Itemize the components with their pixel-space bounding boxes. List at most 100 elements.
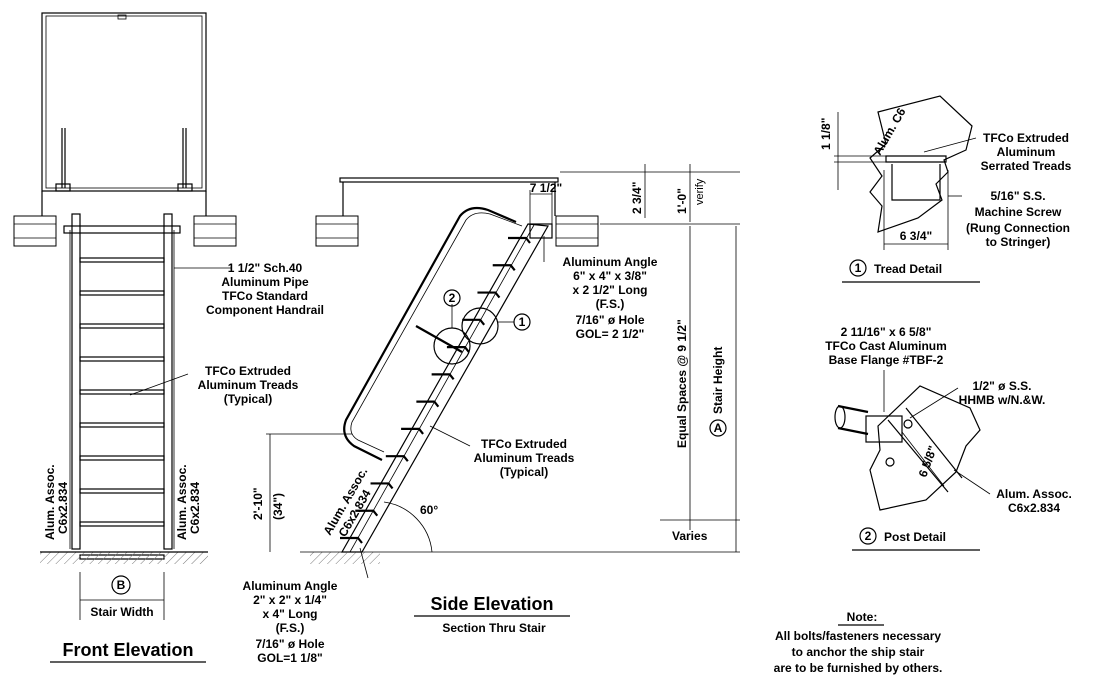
svg-text:Stair Height: Stair Height [711, 347, 725, 414]
post-detail-channel-leader [953, 469, 991, 495]
side-tread [416, 400, 440, 408]
side-tread [492, 264, 516, 271]
side-tread [340, 536, 363, 544]
front-deck-right [193, 215, 237, 247]
svg-text:x 4" Long: x 4" Long [262, 607, 317, 621]
front-handrail-label: 1 1/2" Sch.40 Aluminum Pipe TFCo Standar… [206, 261, 324, 317]
side-marker-a [709, 419, 727, 437]
front-tread [79, 389, 165, 395]
post-detail-flange [865, 415, 903, 443]
side-tread [477, 291, 501, 299]
tread-detail: 1 1/8" Alum. C6 TFCo Extruded Aluminum S… [819, 95, 1072, 283]
post-detail-channel-web-b [905, 407, 963, 479]
svg-text:2 3/4": 2 3/4" [630, 182, 644, 214]
post-detail-marker [859, 527, 877, 545]
side-top-angle-label: Aluminum Angle 6" x 4" x 3/8" x 2 1/2" L… [563, 255, 658, 341]
svg-text:Aluminum Angle: Aluminum Angle [243, 579, 338, 593]
post-detail-dim-line [901, 431, 945, 487]
svg-text:Aluminum Treads: Aluminum Treads [198, 378, 299, 392]
side-elevation: 1 2 7 1/2" 2 3/4" 1'-0" verify Equal Spa… [243, 164, 740, 665]
side-treads-leader [429, 425, 471, 447]
svg-text:6" x 4" x 3/8": 6" x 4" x 3/8" [573, 269, 647, 283]
tread-detail-marker-text: 1 [855, 261, 862, 275]
side-dim-2-3-4: 2 3/4" [630, 182, 644, 214]
side-dim-34: (34") [271, 493, 285, 520]
svg-text:Alum. Assoc.: Alum. Assoc. [175, 464, 189, 540]
front-ground-hatch [40, 552, 208, 564]
post-detail-channel-label: Alum. Assoc. C6x2.834 [996, 487, 1072, 515]
front-post-base-left [55, 183, 71, 192]
svg-text:TFCo Cast Aluminum: TFCo Cast Aluminum [825, 339, 947, 353]
front-platform-inner [45, 15, 203, 189]
side-handrail-inner [350, 212, 523, 453]
tread-detail-tread [885, 155, 947, 163]
side-angle: 60° [420, 503, 438, 517]
side-dim-1-0: 1'-0" [675, 188, 689, 214]
side-dim-2-10: 2'-10" [251, 487, 265, 520]
side-marker-2 [443, 289, 461, 307]
svg-text:(F.S.): (F.S.) [276, 621, 305, 635]
note-line-3: are to be furnished by others. [774, 661, 943, 675]
svg-text:Alum. Assoc.: Alum. Assoc. [996, 487, 1072, 501]
side-deck-right [555, 215, 599, 247]
post-detail-bolt-b [885, 457, 895, 467]
front-tread [79, 521, 165, 527]
svg-text:HHMB w/N.&W.: HHMB w/N.&W. [959, 393, 1046, 407]
svg-text:2" x 2" x 1/4": 2" x 2" x 1/4" [253, 593, 327, 607]
front-title: Front Elevation [62, 640, 193, 660]
post-detail: 2 11/16" x 6 5/8" TFCo Cast Aluminum Bas… [825, 325, 1072, 551]
front-marker-b [111, 575, 131, 595]
svg-text:Serrated Treads: Serrated Treads [981, 159, 1072, 173]
side-detail-1-circle [461, 307, 499, 345]
front-tread [79, 290, 165, 296]
svg-text:1 1/8": 1 1/8" [819, 118, 833, 150]
post-detail-title: Post Detail [884, 530, 946, 544]
svg-text:TFCo Extruded: TFCo Extruded [205, 364, 291, 378]
side-deck-left [315, 215, 359, 247]
post-detail-flange-label: 2 11/16" x 6 5/8" TFCo Cast Aluminum Bas… [825, 325, 947, 367]
svg-text:C6x2.834: C6x2.834 [1008, 501, 1060, 515]
svg-text:5/16" S.S.: 5/16" S.S. [990, 189, 1045, 203]
svg-text:7/16" ø Hole: 7/16" ø Hole [255, 637, 324, 651]
side-handrail [343, 206, 517, 461]
svg-text:TFCo Extruded: TFCo Extruded [983, 131, 1069, 145]
front-treads-label: TFCo Extruded Aluminum Treads (Typical) [198, 364, 299, 406]
svg-text:(F.S.): (F.S.) [596, 297, 625, 311]
front-top-bracket [63, 225, 181, 234]
svg-text:Aluminum Treads: Aluminum Treads [474, 451, 575, 465]
side-angle-arc [383, 501, 433, 553]
tread-detail-dim-6-3-4: 6 3/4" [900, 229, 932, 243]
svg-text:Machine Screw: Machine Screw [975, 205, 1062, 219]
post-detail-bolt-label: 1/2" ø S.S. HHMB w/N.&W. [959, 379, 1046, 407]
svg-text:1/2" ø S.S.: 1/2" ø S.S. [972, 379, 1031, 393]
svg-text:Alum. Assoc.: Alum. Assoc. [43, 464, 57, 540]
side-tread [508, 236, 531, 244]
side-marker-1 [513, 313, 531, 331]
svg-text:(Typical): (Typical) [500, 465, 548, 479]
side-tread [385, 455, 409, 462]
svg-text:GOL=1 1/8": GOL=1 1/8" [257, 651, 322, 665]
svg-text:Aluminum: Aluminum [997, 145, 1056, 159]
post-detail-bolt-a [903, 419, 913, 429]
side-marker-a-text: A [714, 421, 723, 435]
note: Note: All bolts/fasteners necessary to a… [774, 610, 943, 675]
tread-detail-dim-1-1-8: 1 1/8" [819, 118, 833, 150]
side-marker-1-text: 1 [519, 315, 526, 329]
front-tread [79, 323, 165, 329]
front-post-base-right [177, 183, 193, 192]
front-treads-leader [129, 373, 189, 396]
tread-detail-marker [849, 259, 867, 277]
svg-text:C6x2.834: C6x2.834 [56, 482, 70, 534]
front-treads [79, 257, 165, 560]
tread-detail-treads-leader [923, 137, 977, 153]
front-tread [79, 422, 165, 428]
side-tread [370, 482, 394, 490]
side-stringer-inner [349, 224, 535, 553]
tread-detail-title: Tread Detail [874, 262, 942, 276]
svg-text:Aluminum Pipe: Aluminum Pipe [221, 275, 309, 289]
svg-text:2 11/16" x 6 5/8": 2 11/16" x 6 5/8" [841, 325, 932, 339]
tread-detail-channel-outline [869, 95, 973, 233]
front-stringer-left-label: Alum. Assoc. C6x2.834 [43, 464, 70, 540]
svg-text:1'-0": 1'-0" [675, 188, 689, 214]
